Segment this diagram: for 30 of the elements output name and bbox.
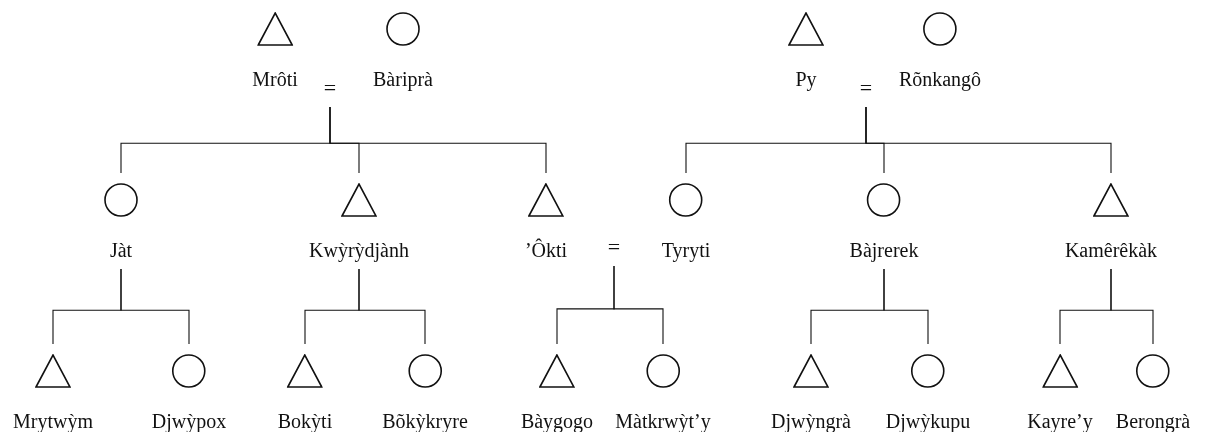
name-label: Bàjrerek <box>849 239 919 261</box>
marriage-sign: = <box>323 77 337 99</box>
name-label: Jàt <box>109 239 133 261</box>
name-label: Mrytwỳm <box>13 410 93 432</box>
name-label: Tyryti <box>661 239 711 261</box>
name-label: ’Ôkti <box>524 239 568 261</box>
descent-line <box>613 265 664 345</box>
descent-line <box>358 268 426 345</box>
name-label: Bàygogo <box>520 410 594 432</box>
name-label: Djwỳkupu <box>885 410 971 432</box>
descent-line <box>865 106 1112 174</box>
descent-line <box>1110 268 1154 345</box>
name-label: Kamêrêkàk <box>1064 239 1158 261</box>
marriage-sign: = <box>607 236 621 258</box>
name-label: Djwỳngrà <box>771 410 851 432</box>
name-label: Kayre’y <box>1027 410 1093 432</box>
name-label: Rõnkangô <box>898 68 982 90</box>
name-label: Mrôti <box>252 68 298 90</box>
name-label: Bõkỳkryre <box>382 410 468 432</box>
name-label: Bokỳti <box>277 410 333 432</box>
descent-line <box>120 268 190 345</box>
name-label: Màtkrwỳt’y <box>615 410 711 432</box>
name-label: Kwỳrỳdjành <box>309 239 409 261</box>
descent-line <box>329 106 547 174</box>
name-label: Djwỳpox <box>151 410 227 432</box>
name-label: Berongrà <box>1115 410 1191 432</box>
marriage-sign: = <box>859 77 873 99</box>
name-label: Py <box>795 68 817 90</box>
descent-line <box>883 268 929 345</box>
name-label: Bàriprà <box>373 68 433 90</box>
